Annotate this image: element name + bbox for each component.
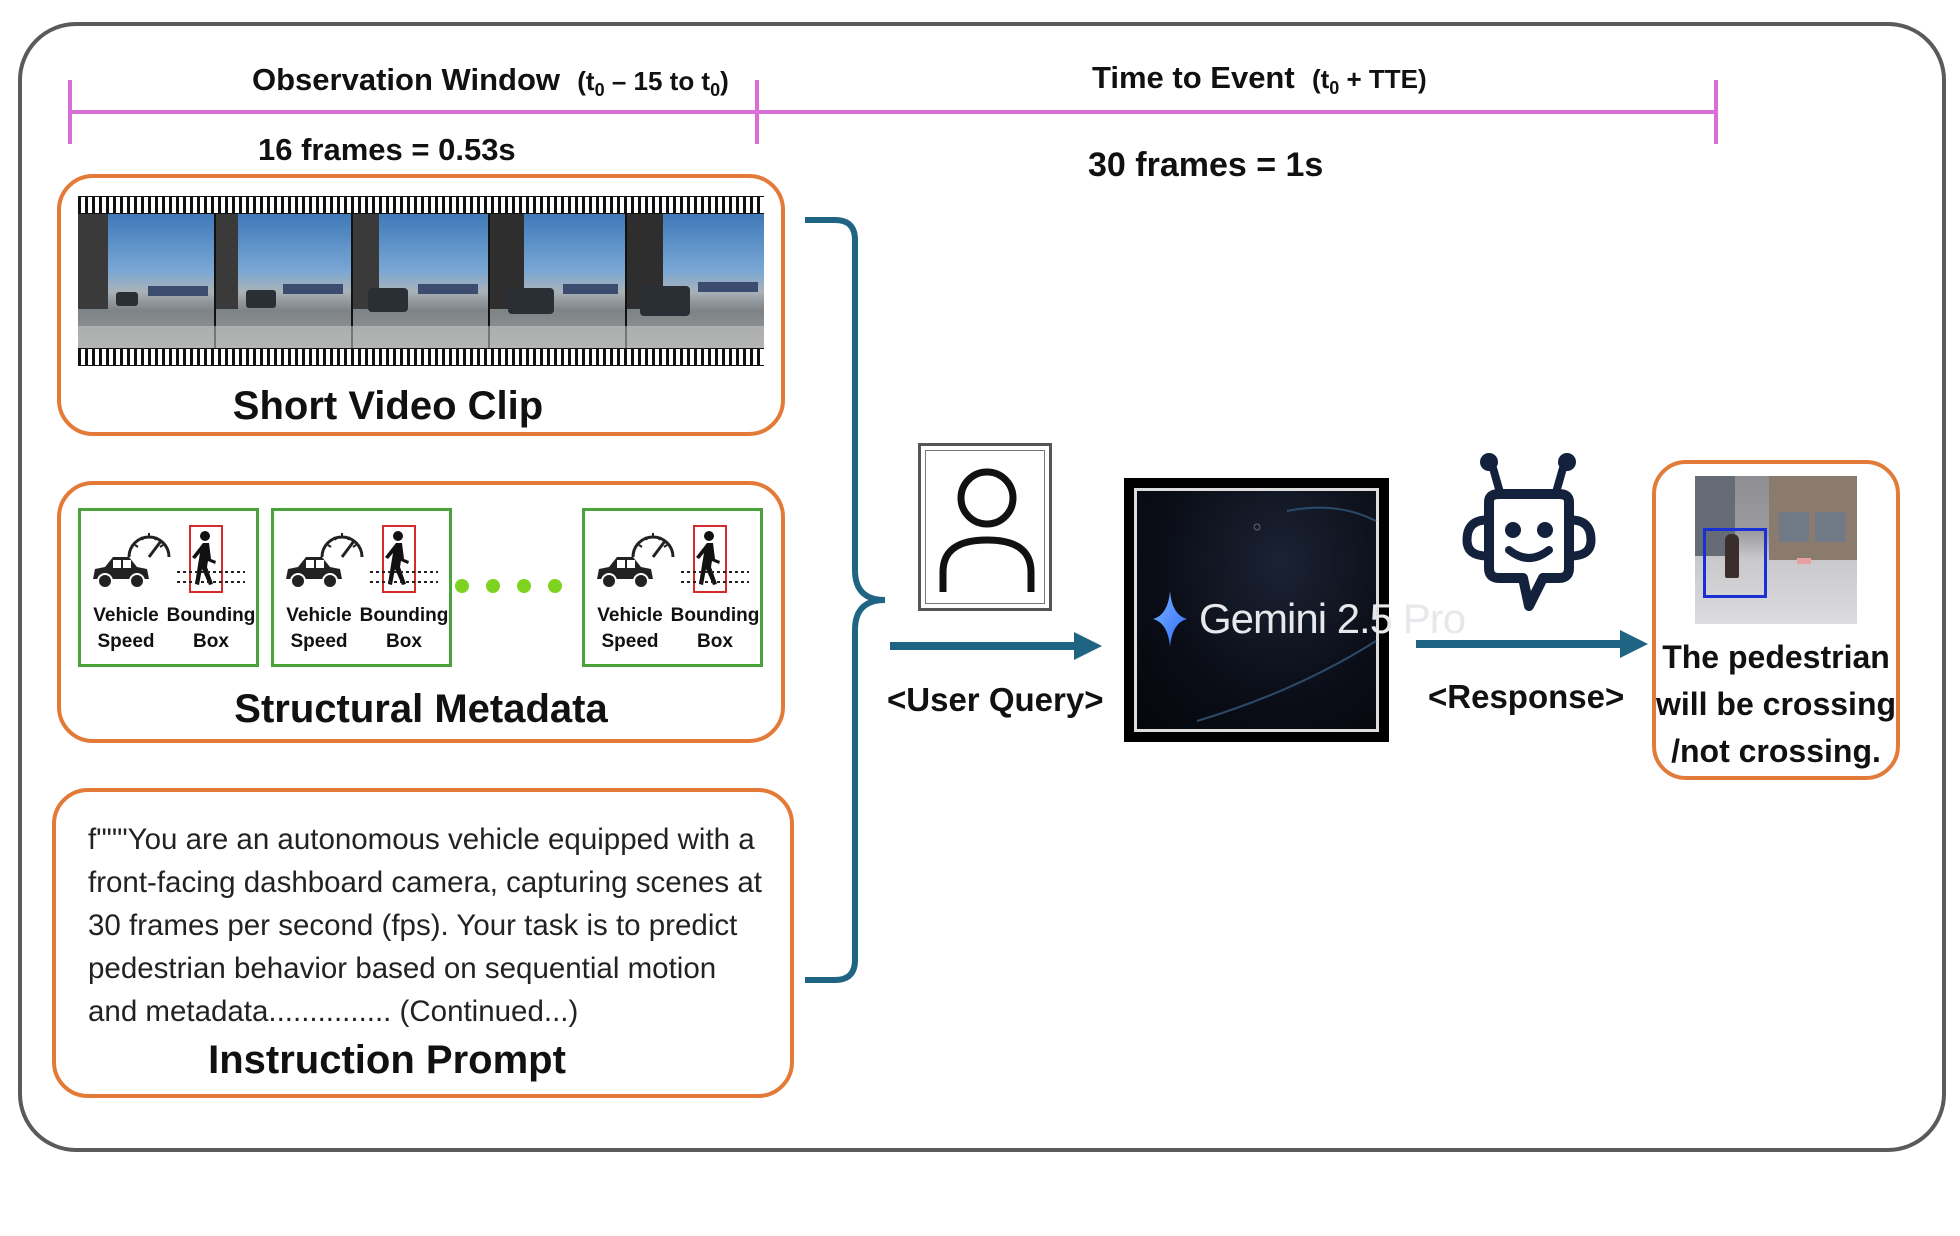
tte-frames-label: 30 frames = 1s <box>1088 146 1324 184</box>
user-query-arrow <box>890 632 1102 660</box>
model-name: Gemini 2.5 Pro <box>1199 595 1466 642</box>
bbox-dashes <box>370 571 438 583</box>
user-query-label: <User Query> <box>887 681 1104 718</box>
gemini-star-icon <box>1153 591 1187 647</box>
speedometer-icon <box>631 533 675 558</box>
pedestrian-bbox <box>189 525 223 593</box>
response-arrow <box>1416 630 1648 658</box>
detected-pedestrian-bbox <box>1703 528 1767 598</box>
response-text: The pedestrian will be crossing /not cro… <box>1655 639 1897 769</box>
tte-label: Time to Event (t0 + TTE) <box>1092 60 1427 99</box>
response-label: <Response> <box>1428 678 1625 715</box>
instruction-prompt-text: f"""You are an autonomous vehicle equipp… <box>88 823 762 1028</box>
observation-window-label: Observation Window (t0 – 15 to t0) <box>252 62 729 101</box>
speedometer-icon <box>320 533 364 558</box>
model-box: Gemini 2.5 Pro <box>1124 478 1466 742</box>
video-scene-overlay <box>78 214 764 348</box>
film-perforation-bottom <box>78 349 764 365</box>
car-icon <box>93 557 149 589</box>
diagram-frame <box>18 22 1946 1152</box>
car-icon <box>286 557 342 589</box>
bbox-dashes <box>681 571 749 583</box>
pedestrian-icon <box>192 531 216 585</box>
instruction-prompt-box <box>52 788 794 1098</box>
car-icon <box>597 557 653 589</box>
pedestrian-bbox <box>693 525 727 593</box>
observation-frames-label: 16 frames = 0.53s <box>258 132 516 167</box>
input-grouping-brace <box>805 217 886 983</box>
instruction-prompt-title: Instruction Prompt <box>208 1038 566 1082</box>
model-screen: Gemini 2.5 Pro <box>1134 488 1466 732</box>
structural-metadata-title: Structural Metadata <box>234 687 608 731</box>
pedestrian-figure <box>1725 534 1739 578</box>
pedestrian-scene-image <box>1695 476 1857 624</box>
video-clip-title: Short Video Clip <box>232 384 544 428</box>
film-strip <box>78 196 764 366</box>
user-avatar-box <box>918 443 1052 611</box>
speedometer-icon <box>127 533 171 558</box>
pedestrian-bbox <box>382 525 416 593</box>
video-frame <box>216 214 351 348</box>
bbox-dashes <box>177 571 245 583</box>
pedestrian-icon <box>385 531 409 585</box>
ellipsis-dots <box>455 579 562 593</box>
film-perforation-top <box>78 197 764 213</box>
robot-icon <box>1462 453 1596 611</box>
pedestrian-icon <box>696 531 720 585</box>
timeline-lines <box>68 80 1718 144</box>
model-screen-arcs <box>1196 506 1377 722</box>
user-icon <box>939 468 1035 592</box>
